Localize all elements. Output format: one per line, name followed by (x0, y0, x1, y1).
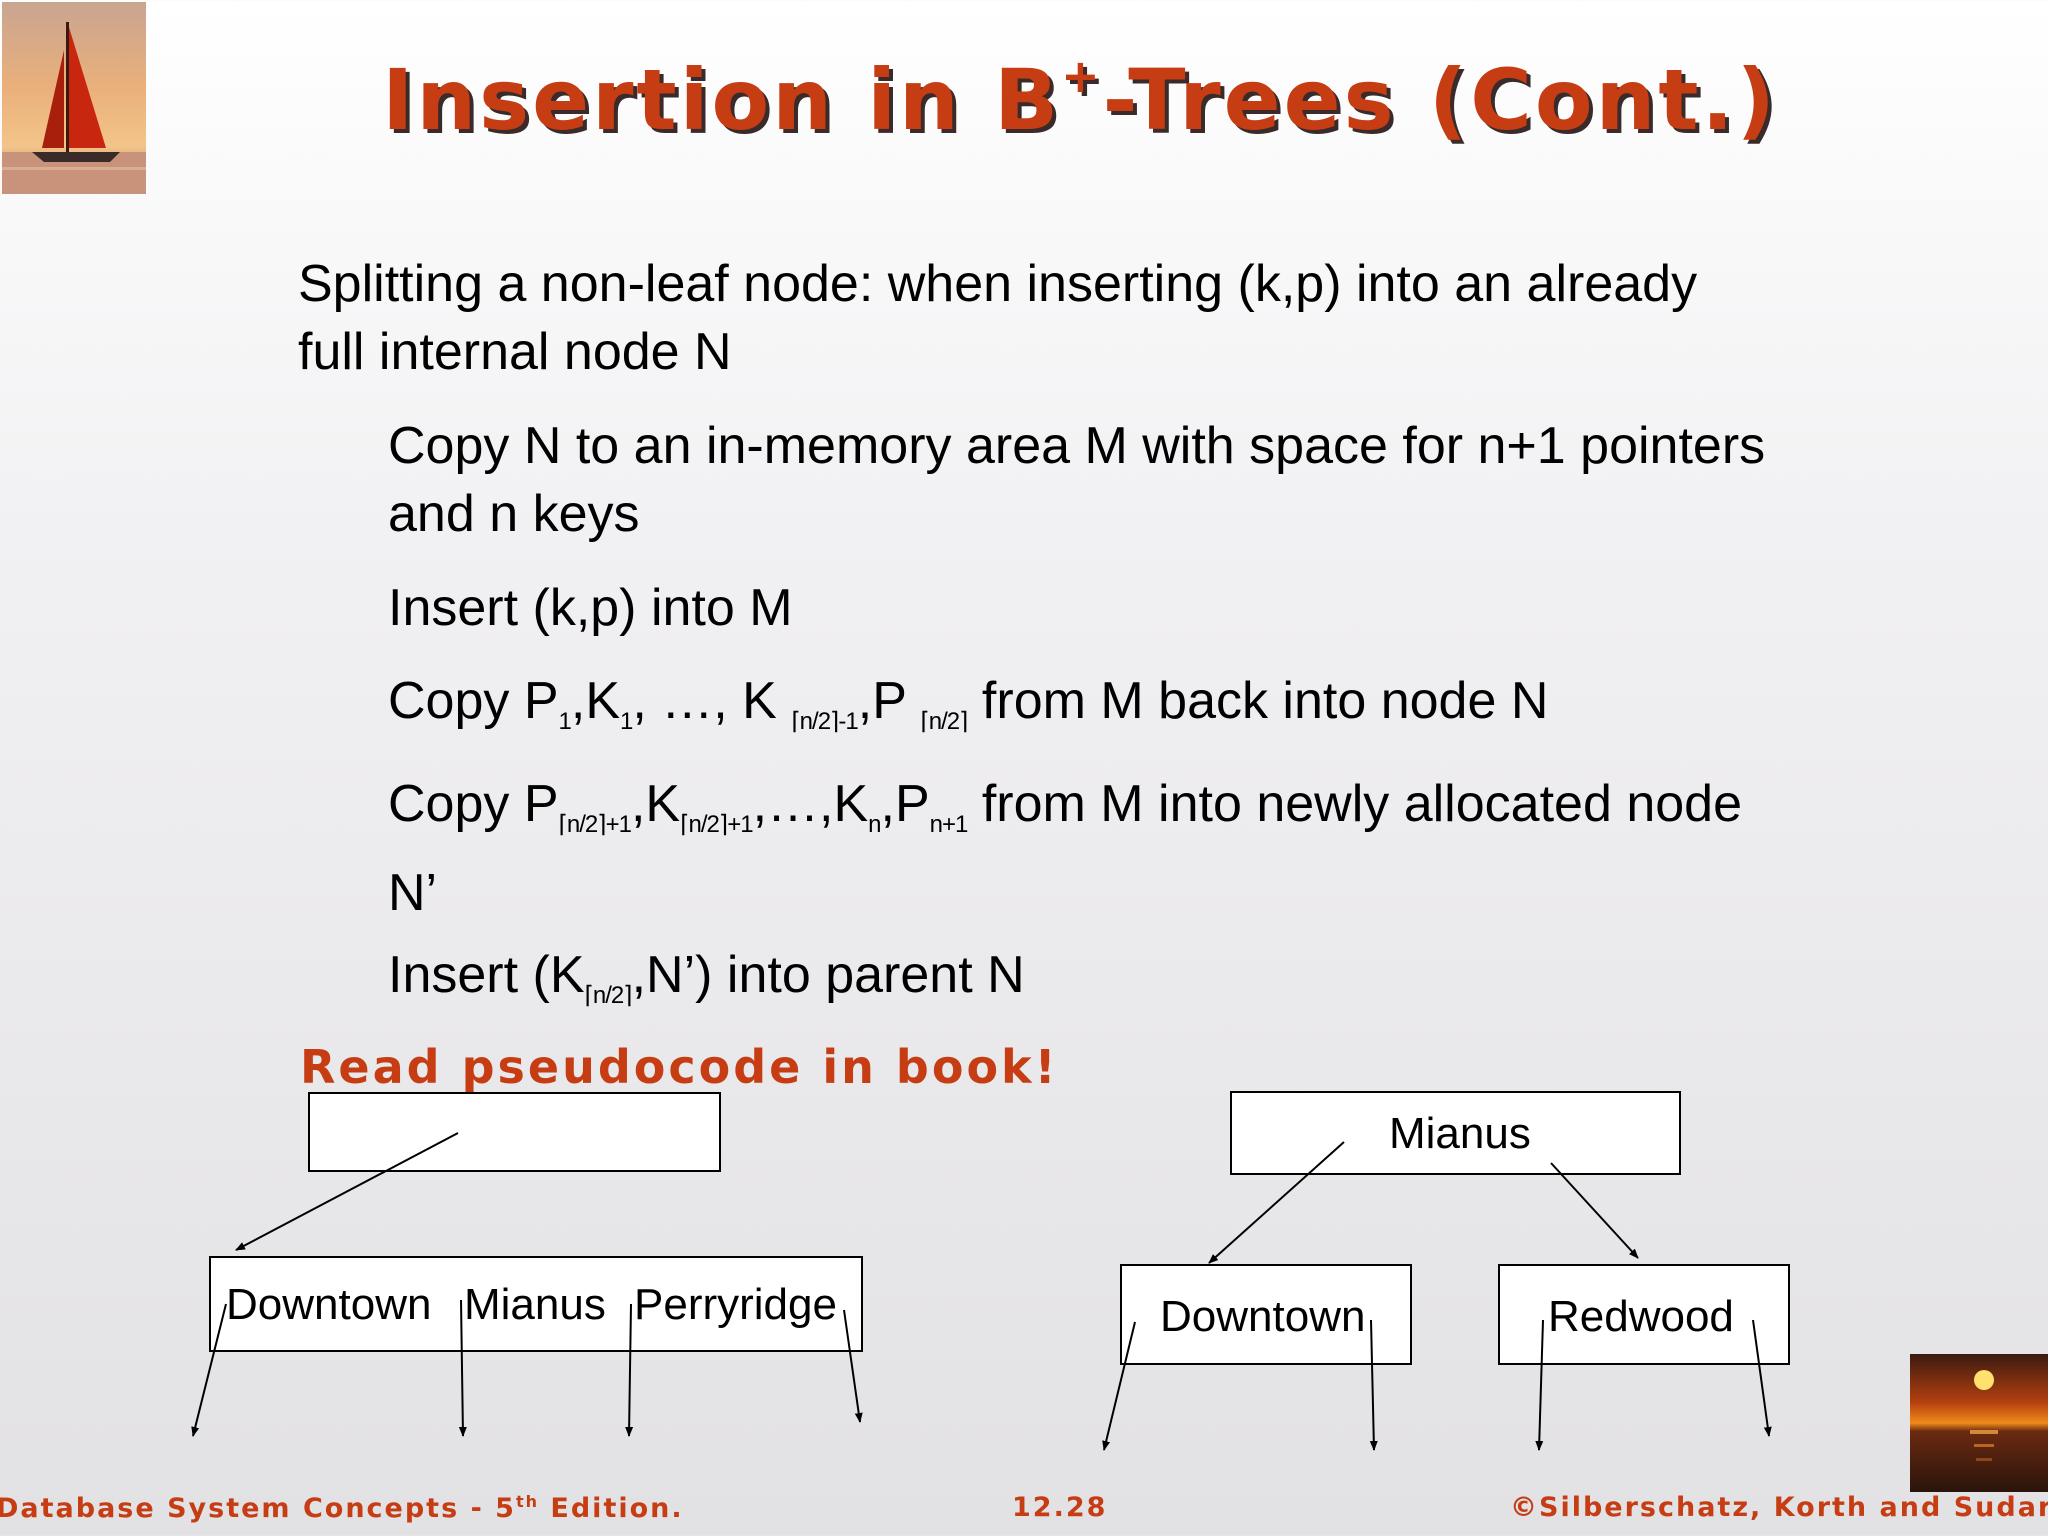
right-leaf-right-node (1498, 1264, 1790, 1365)
slide-title: Insertion in B+-Trees (Cont.) (382, 49, 1778, 149)
right-leaf-left-key: Downtown (1160, 1292, 1366, 1341)
left-leaf-key-downtown: Downtown (226, 1280, 432, 1329)
right-leaf-left-node (1120, 1264, 1412, 1365)
footer-slide-number: 12.28 (1012, 1492, 1108, 1523)
footer-book-title: Database System Concepts - 5th Edition. (0, 1492, 684, 1524)
step-copy-to-memory: Copy N to an in-memory area M with space… (388, 417, 1766, 543)
step-insert-into-parent: Insert (K⌈n/2⌉,N’) into parent N (388, 946, 1025, 1009)
step-copy-back: Copy P1,K1, …, K ⌈n/2⌉-1,P ⌈n/2⌉ from M … (388, 672, 1549, 735)
footer-copyright: ©Silberschatz, Korth and Sudarshan (1510, 1492, 2048, 1523)
read-pseudocode-note: Read pseudocode in book! (300, 1040, 1059, 1094)
step-insert-into-m: Insert (k,p) into M (388, 579, 793, 637)
sailboat-sunset-image (2, 2, 146, 194)
right-root-key: Mianus (1389, 1109, 1531, 1158)
intro-bullet: Splitting a non-leaf node: when insertin… (298, 255, 1698, 381)
sunset-sea-image (1910, 1354, 2048, 1492)
right-root-node (1230, 1091, 1681, 1175)
left-leaf-key-mianus: Mianus (464, 1280, 606, 1329)
left-parent-node (308, 1092, 721, 1172)
left-leaf-key-perryridge: Perryridge (634, 1280, 837, 1329)
right-leaf-right-key: Redwood (1548, 1292, 1734, 1341)
left-leaf-node (209, 1256, 863, 1352)
step-copy-to-new-node: Copy P⌈n/2⌉+1,K⌈n/2⌉+1,…,Kn,Pn+1 from M … (388, 775, 1742, 922)
